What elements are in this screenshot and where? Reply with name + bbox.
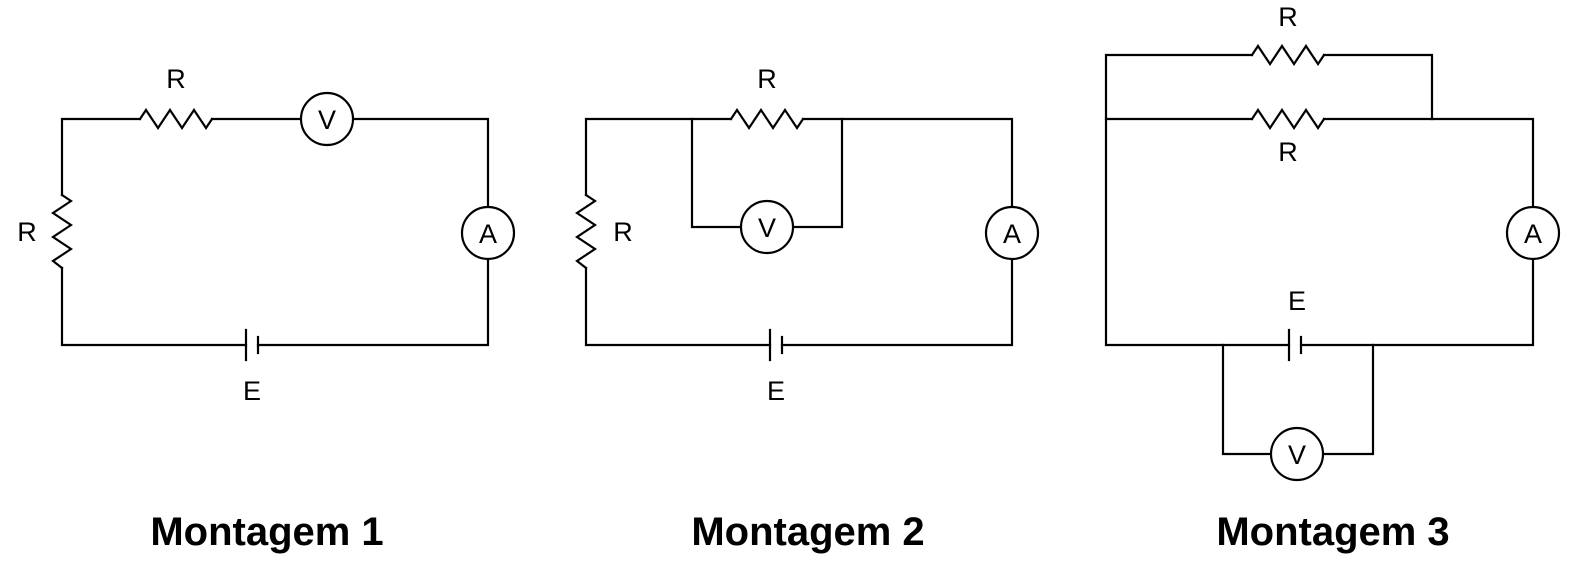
wiring bbox=[1104, 53, 1535, 456]
resistor-top-label: R bbox=[166, 64, 186, 94]
circuit-montagem-2: R R V A E Montagem 2 bbox=[575, 64, 1040, 554]
resistor-upper bbox=[1250, 44, 1326, 66]
circuit-montagem-3: R R A E V Montagem 3 bbox=[1104, 2, 1561, 554]
title-montagem-1: Montagem 1 bbox=[150, 510, 383, 554]
battery-label: E bbox=[243, 376, 261, 406]
resistor-upper-label: R bbox=[1278, 2, 1298, 32]
wiring bbox=[584, 117, 1014, 347]
battery-label: E bbox=[767, 376, 785, 406]
wiring bbox=[60, 117, 490, 347]
voltmeter-label: V bbox=[758, 213, 776, 243]
resistor-left bbox=[51, 193, 73, 270]
title-montagem-2: Montagem 2 bbox=[691, 510, 924, 554]
circuit-montagem-1: R R V A E Montagem 1 bbox=[17, 64, 516, 554]
ammeter: A bbox=[984, 205, 1040, 261]
resistor-left bbox=[575, 193, 597, 270]
battery bbox=[768, 328, 784, 362]
ammeter: A bbox=[1505, 205, 1561, 261]
battery-label: E bbox=[1288, 286, 1306, 316]
battery bbox=[1287, 328, 1303, 362]
ammeter-label: A bbox=[1524, 219, 1542, 249]
voltmeter-label: V bbox=[1288, 440, 1306, 470]
resistor-left-label: R bbox=[613, 217, 633, 247]
resistor-left-label: R bbox=[17, 217, 37, 247]
battery bbox=[244, 328, 260, 362]
voltmeter: V bbox=[299, 91, 355, 147]
voltmeter: V bbox=[1269, 426, 1325, 482]
ammeter-label: A bbox=[1003, 219, 1021, 249]
resistor-top bbox=[729, 108, 805, 130]
title-montagem-3: Montagem 3 bbox=[1216, 510, 1449, 554]
ammeter-label: A bbox=[479, 219, 497, 249]
ammeter: A bbox=[460, 205, 516, 261]
voltmeter-label: V bbox=[318, 105, 336, 135]
voltmeter: V bbox=[739, 199, 795, 255]
resistor-top-label: R bbox=[757, 64, 777, 94]
resistor-lower-label: R bbox=[1278, 137, 1298, 167]
resistor-top bbox=[138, 108, 214, 130]
resistor-lower bbox=[1250, 108, 1326, 130]
